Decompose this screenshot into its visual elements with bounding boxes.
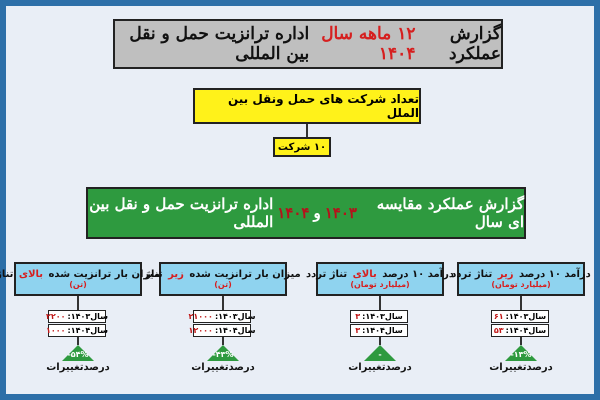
- connector-line: [77, 337, 79, 345]
- card-title-red: بالای: [352, 269, 377, 280]
- change-percent: -۴۳%: [212, 350, 234, 359]
- card-income-below-tonnage: درآمد ۱۰ درصد زیر تناژ تردد (میلیارد توم…: [451, 262, 591, 296]
- card-transit-below-tonnage: میزان بار ترانزیت شده زیر تناژ (تن): [145, 262, 301, 296]
- title-part2: اداره ترانزیت حمل و نقل بین المللی: [129, 24, 310, 64]
- value-label: سال۱۴۰۳:: [362, 312, 403, 321]
- card-title-red: زیر: [168, 269, 184, 280]
- card-unit: (تن): [214, 280, 232, 289]
- change-percent: -۵۴%: [67, 350, 89, 359]
- change-triangle-icon: [505, 345, 537, 361]
- card-transit-above-tonnage: میزان بار ترانزیت شده بالای تناژ (تن): [0, 262, 160, 296]
- card-unit: (میلیارد تومان): [350, 280, 410, 289]
- comparison-year-1404: ۱۴۰۴: [277, 204, 310, 222]
- card-income-above-tonnage: درآمد ۱۰ درصد بالای تناژ تردد (میلیارد ت…: [306, 262, 454, 296]
- card-title-after: تناژ: [0, 269, 14, 280]
- connector-line: [222, 337, 224, 345]
- value-number: ۳: [355, 326, 361, 335]
- value-number: ۳: [355, 312, 361, 321]
- value-number: ۱۲۰۰۰: [188, 326, 213, 335]
- change-percent: -۱۳%: [510, 350, 532, 359]
- value-label: سال۱۴۰۴:: [67, 326, 109, 335]
- card-title-line: درآمد ۱۰ درصد بالای تناژ تردد: [306, 269, 454, 280]
- value-1404: سال۱۴۰۴: ۵۳: [491, 324, 549, 337]
- comparison-part2: اداره ترانزیت حمل و نقل بین المللی: [89, 195, 274, 231]
- companies-title-box: تعداد شرکت های حمل ونقل بین الملل: [193, 88, 421, 124]
- card-title-before: درآمد ۱۰ درصد: [518, 269, 591, 280]
- title-part1: گزارش عملکرد: [449, 24, 501, 64]
- change-label: درصدتغییرات: [348, 362, 412, 373]
- connector-line: [306, 124, 308, 137]
- value-1404: سال۱۴۰۴: ۱۲۰۰۰: [189, 324, 255, 337]
- value-1404: سال۱۴۰۴: ۱۰۰۰: [45, 324, 109, 337]
- connector-line: [379, 296, 381, 310]
- card-title-before: میزان بار ترانزیت شده: [48, 269, 160, 280]
- change-label: درصدتغییرات: [191, 362, 255, 373]
- card-unit: (میلیارد تومان): [491, 280, 551, 289]
- change-triangle-icon: [364, 345, 396, 361]
- connector-line: [520, 296, 522, 310]
- companies-count-box: ۱۰ شرکت: [273, 137, 331, 157]
- report-title-banner: گزارش عملکرد ۱۲ ماهه سال ۱۴۰۴ اداره تران…: [113, 19, 503, 69]
- comparison-year-1403: ۱۴۰۳: [324, 204, 357, 222]
- value-label: سال۱۴۰۳:: [67, 312, 109, 321]
- value-label: سال۱۴۰۴:: [214, 326, 256, 335]
- value-number: ۵۳: [493, 326, 504, 335]
- change-percent: -: [378, 350, 382, 359]
- connector-line: [222, 296, 224, 310]
- card-title-line: میزان بار ترانزیت شده زیر تناژ: [145, 269, 300, 280]
- connector-line: [77, 296, 79, 310]
- companies-count: ۱۰ شرکت: [277, 141, 327, 153]
- value-label: سال۱۴۰۳:: [505, 312, 547, 321]
- value-1403: سال۱۴۰۳: ۲۱۰۰۰: [189, 310, 255, 323]
- card-title-red: زیر: [497, 269, 514, 280]
- value-1403: سال۱۴۰۳: ۶۱: [491, 310, 549, 323]
- card-title-line: درآمد ۱۰ درصد زیر تناژ تردد: [451, 269, 591, 280]
- comparison-and: و: [313, 204, 321, 222]
- value-1403: سال۱۴۰۳: ۳: [350, 310, 408, 323]
- value-1403: سال۱۴۰۳: ۲۲۰۰: [45, 310, 109, 323]
- card-title-before: درآمد ۱۰ درصد: [382, 269, 454, 280]
- card-title-before: میزان بار ترانزیت شده: [189, 269, 301, 280]
- connector-line: [379, 337, 381, 345]
- change-triangle-icon: [62, 345, 94, 361]
- value-number: ۲۱۰۰۰: [188, 312, 213, 321]
- change-label: درصدتغییرات: [46, 362, 110, 373]
- value-1404: سال۱۴۰۴: ۳: [350, 324, 408, 337]
- value-label: سال۱۴۰۴:: [362, 326, 403, 335]
- value-label: سال۱۴۰۴:: [505, 326, 547, 335]
- card-title-line: میزان بار ترانزیت شده بالای تناژ: [0, 269, 160, 280]
- comparison-title-banner: گزارش عملکرد مقایسه ای سال ۱۴۰۳ و ۱۴۰۴ ا…: [86, 187, 526, 239]
- change-triangle-icon: [207, 345, 239, 361]
- value-label: سال۱۴۰۳:: [214, 312, 256, 321]
- card-title-red: بالای: [18, 269, 44, 280]
- card-unit: (تن): [69, 280, 87, 289]
- companies-title: تعداد شرکت های حمل ونقل بین الملل: [227, 92, 419, 120]
- value-number: ۶۱: [493, 312, 504, 321]
- comparison-part1: گزارش عملکرد مقایسه ای سال: [376, 195, 524, 231]
- card-title-after: تناژ تردد: [306, 269, 348, 280]
- card-title-after: تناژ: [145, 269, 163, 280]
- value-number: ۲۲۰۰: [45, 312, 66, 321]
- change-label: درصدتغییرات: [489, 362, 553, 373]
- title-period: ۱۲ ماهه سال ۱۴۰۴: [321, 24, 416, 64]
- value-number: ۱۰۰۰: [45, 326, 66, 335]
- connector-line: [520, 337, 522, 345]
- card-title-after: تناژ تردد: [451, 269, 493, 280]
